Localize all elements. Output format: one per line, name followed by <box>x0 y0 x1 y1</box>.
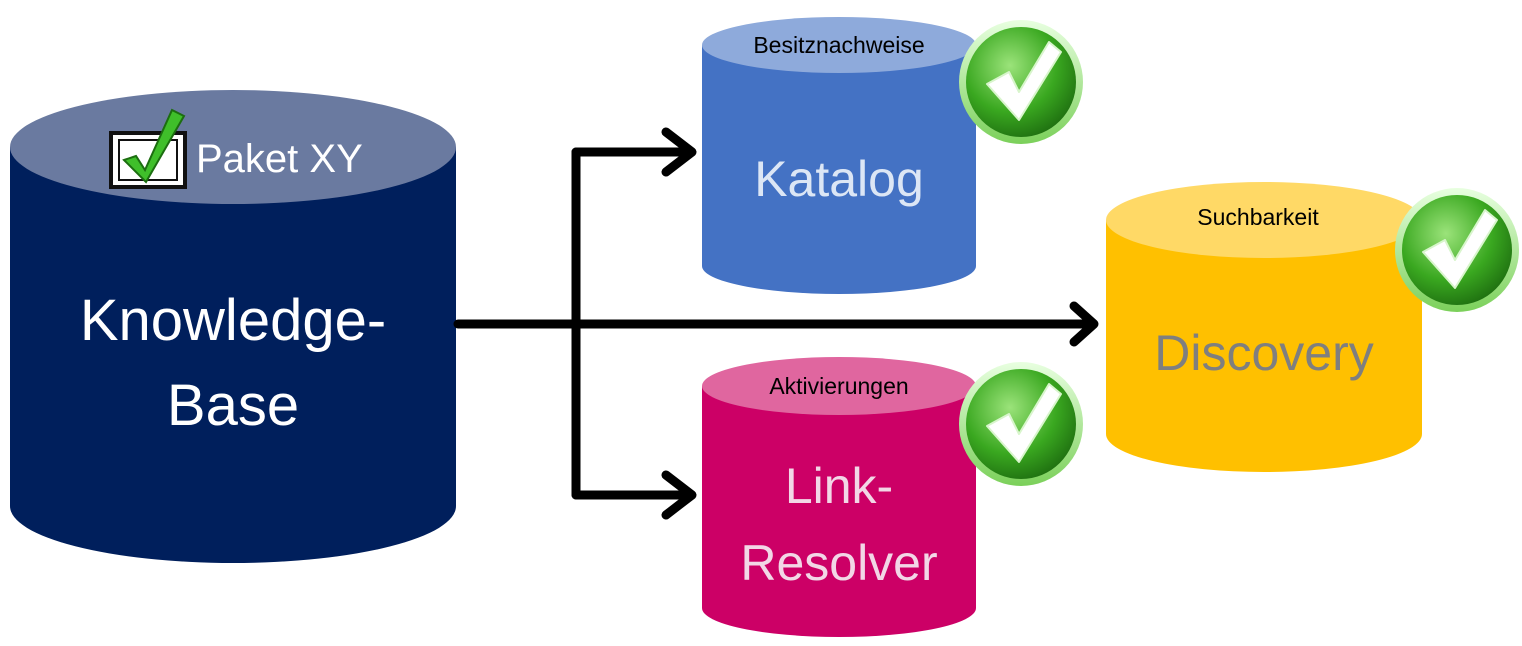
check-circle-icon <box>1394 187 1520 313</box>
discovery-title: Discovery <box>1154 325 1373 381</box>
catalog-top-label: Besitznachweise <box>753 32 924 58</box>
arrow-head-link-resolver <box>661 470 697 520</box>
checkbox-checked-icon <box>109 108 187 189</box>
discovery-top <box>1106 182 1422 258</box>
knowledge-base-title-line2: Base <box>167 373 299 438</box>
link-resolver-top-label: Aktivierungen <box>769 373 908 399</box>
catalog-body <box>702 45 976 294</box>
discovery-body <box>1106 220 1422 472</box>
link-resolver-cylinder: Aktivierungen Link- Resolver <box>702 357 976 637</box>
check-circle-icon <box>958 19 1084 145</box>
catalog-cylinder: Besitznachweise Katalog <box>702 17 976 294</box>
link-resolver-top <box>702 357 976 415</box>
arrow-head-discovery <box>1069 301 1099 347</box>
catalog-title: Katalog <box>754 151 924 207</box>
link-resolver-title-line1: Link- <box>785 458 893 514</box>
link-resolver-body <box>702 386 976 637</box>
knowledge-base-cylinder: Knowledge- Base Paket XY <box>10 90 456 563</box>
flow-arrows <box>453 127 1099 520</box>
arrow-head-catalog <box>661 127 697 177</box>
link-resolver-title-line2: Resolver <box>740 535 937 591</box>
discovery-cylinder: Suchbarkeit Discovery <box>1106 182 1422 472</box>
catalog-top <box>702 17 976 73</box>
check-circle-icon <box>958 361 1084 487</box>
discovery-top-label: Suchbarkeit <box>1197 204 1319 230</box>
knowledge-base-title-line1: Knowledge- <box>80 288 386 353</box>
knowledge-base-body <box>10 147 456 563</box>
package-label: Paket XY <box>196 137 363 181</box>
